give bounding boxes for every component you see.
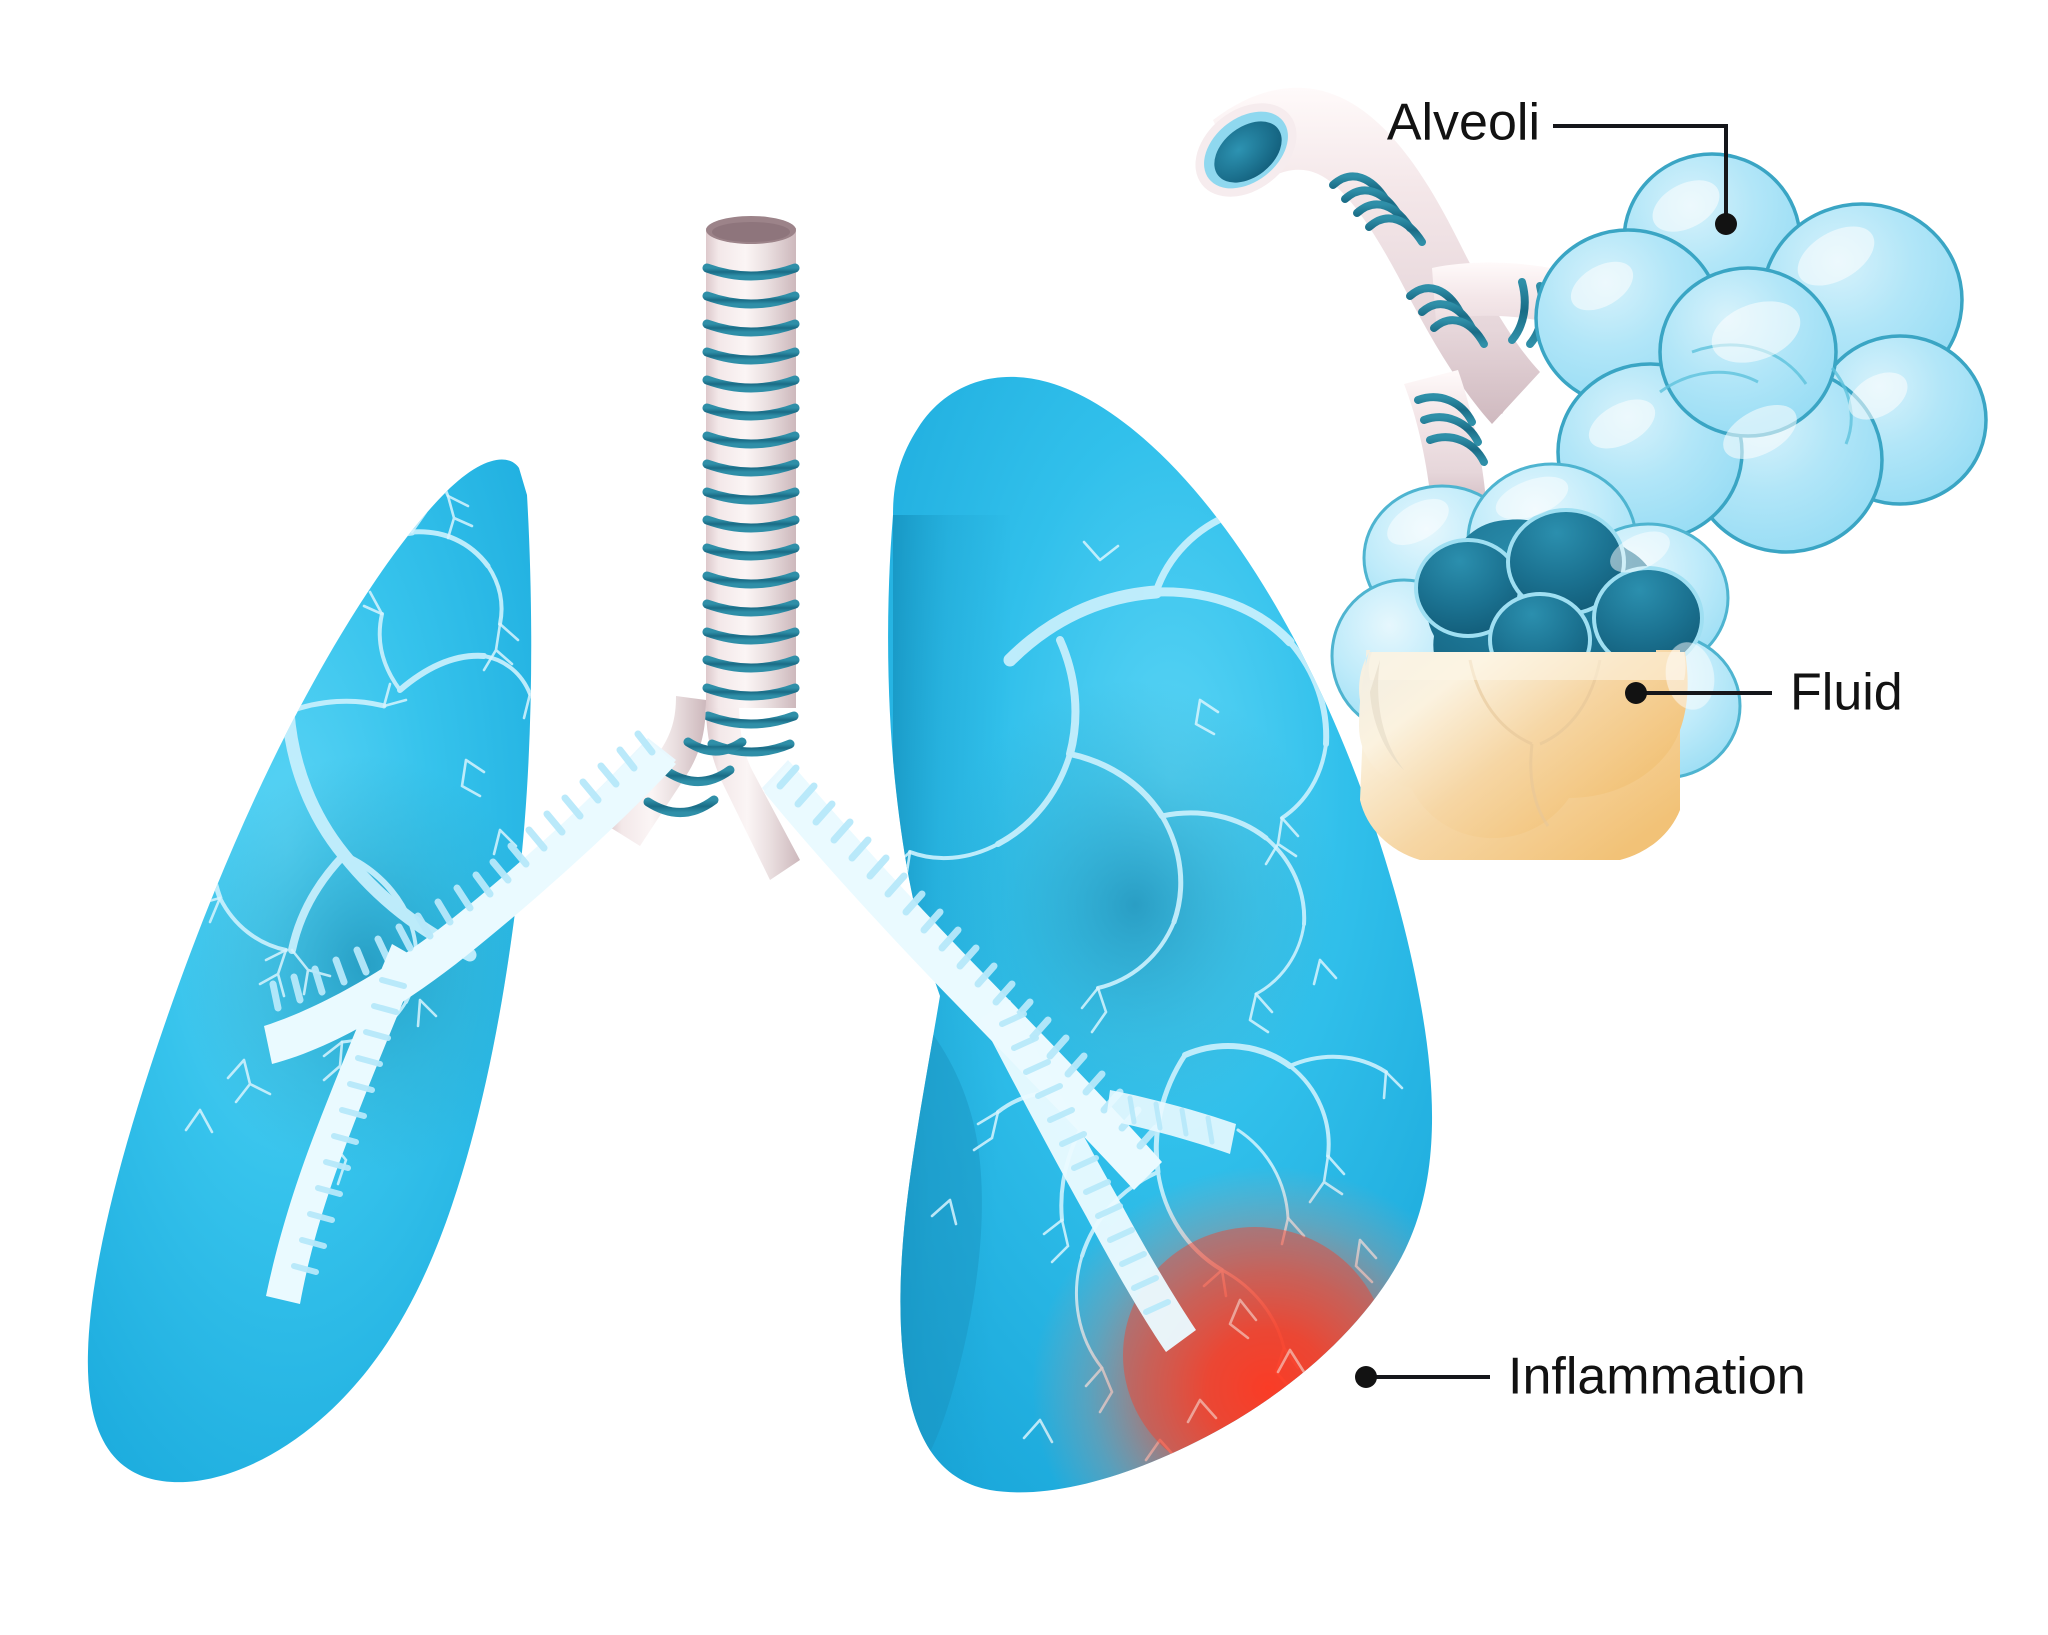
right-lung [764,376,1433,1493]
label-fluid[interactable]: Fluid [1625,664,1903,722]
left-lung [87,459,676,1483]
alveoli-label: Alveoli [1387,94,1540,152]
trachea-rings [702,263,800,757]
alveoli-leader-line [1553,124,1728,215]
fluid-label: Fluid [1790,664,1903,722]
inflammation-label: Inflammation [1508,1348,1806,1406]
left-main-bronchus [264,730,676,1304]
alveoli-leader-dot [1715,213,1737,235]
label-inflammation[interactable]: Inflammation [1355,1348,1806,1406]
fluid-leader-dot [1625,682,1647,704]
healthy-alveoli-cluster [1534,152,1988,554]
label-alveoli[interactable]: Alveoli [1387,94,1737,235]
right-main-bronchus [764,762,1236,1352]
fluid-filled-alveolus [1330,462,1742,860]
bronchiole-lumen [1195,103,1297,197]
bronchiole-rings [1329,172,1426,246]
inflammation-leader-dot [1355,1366,1377,1388]
